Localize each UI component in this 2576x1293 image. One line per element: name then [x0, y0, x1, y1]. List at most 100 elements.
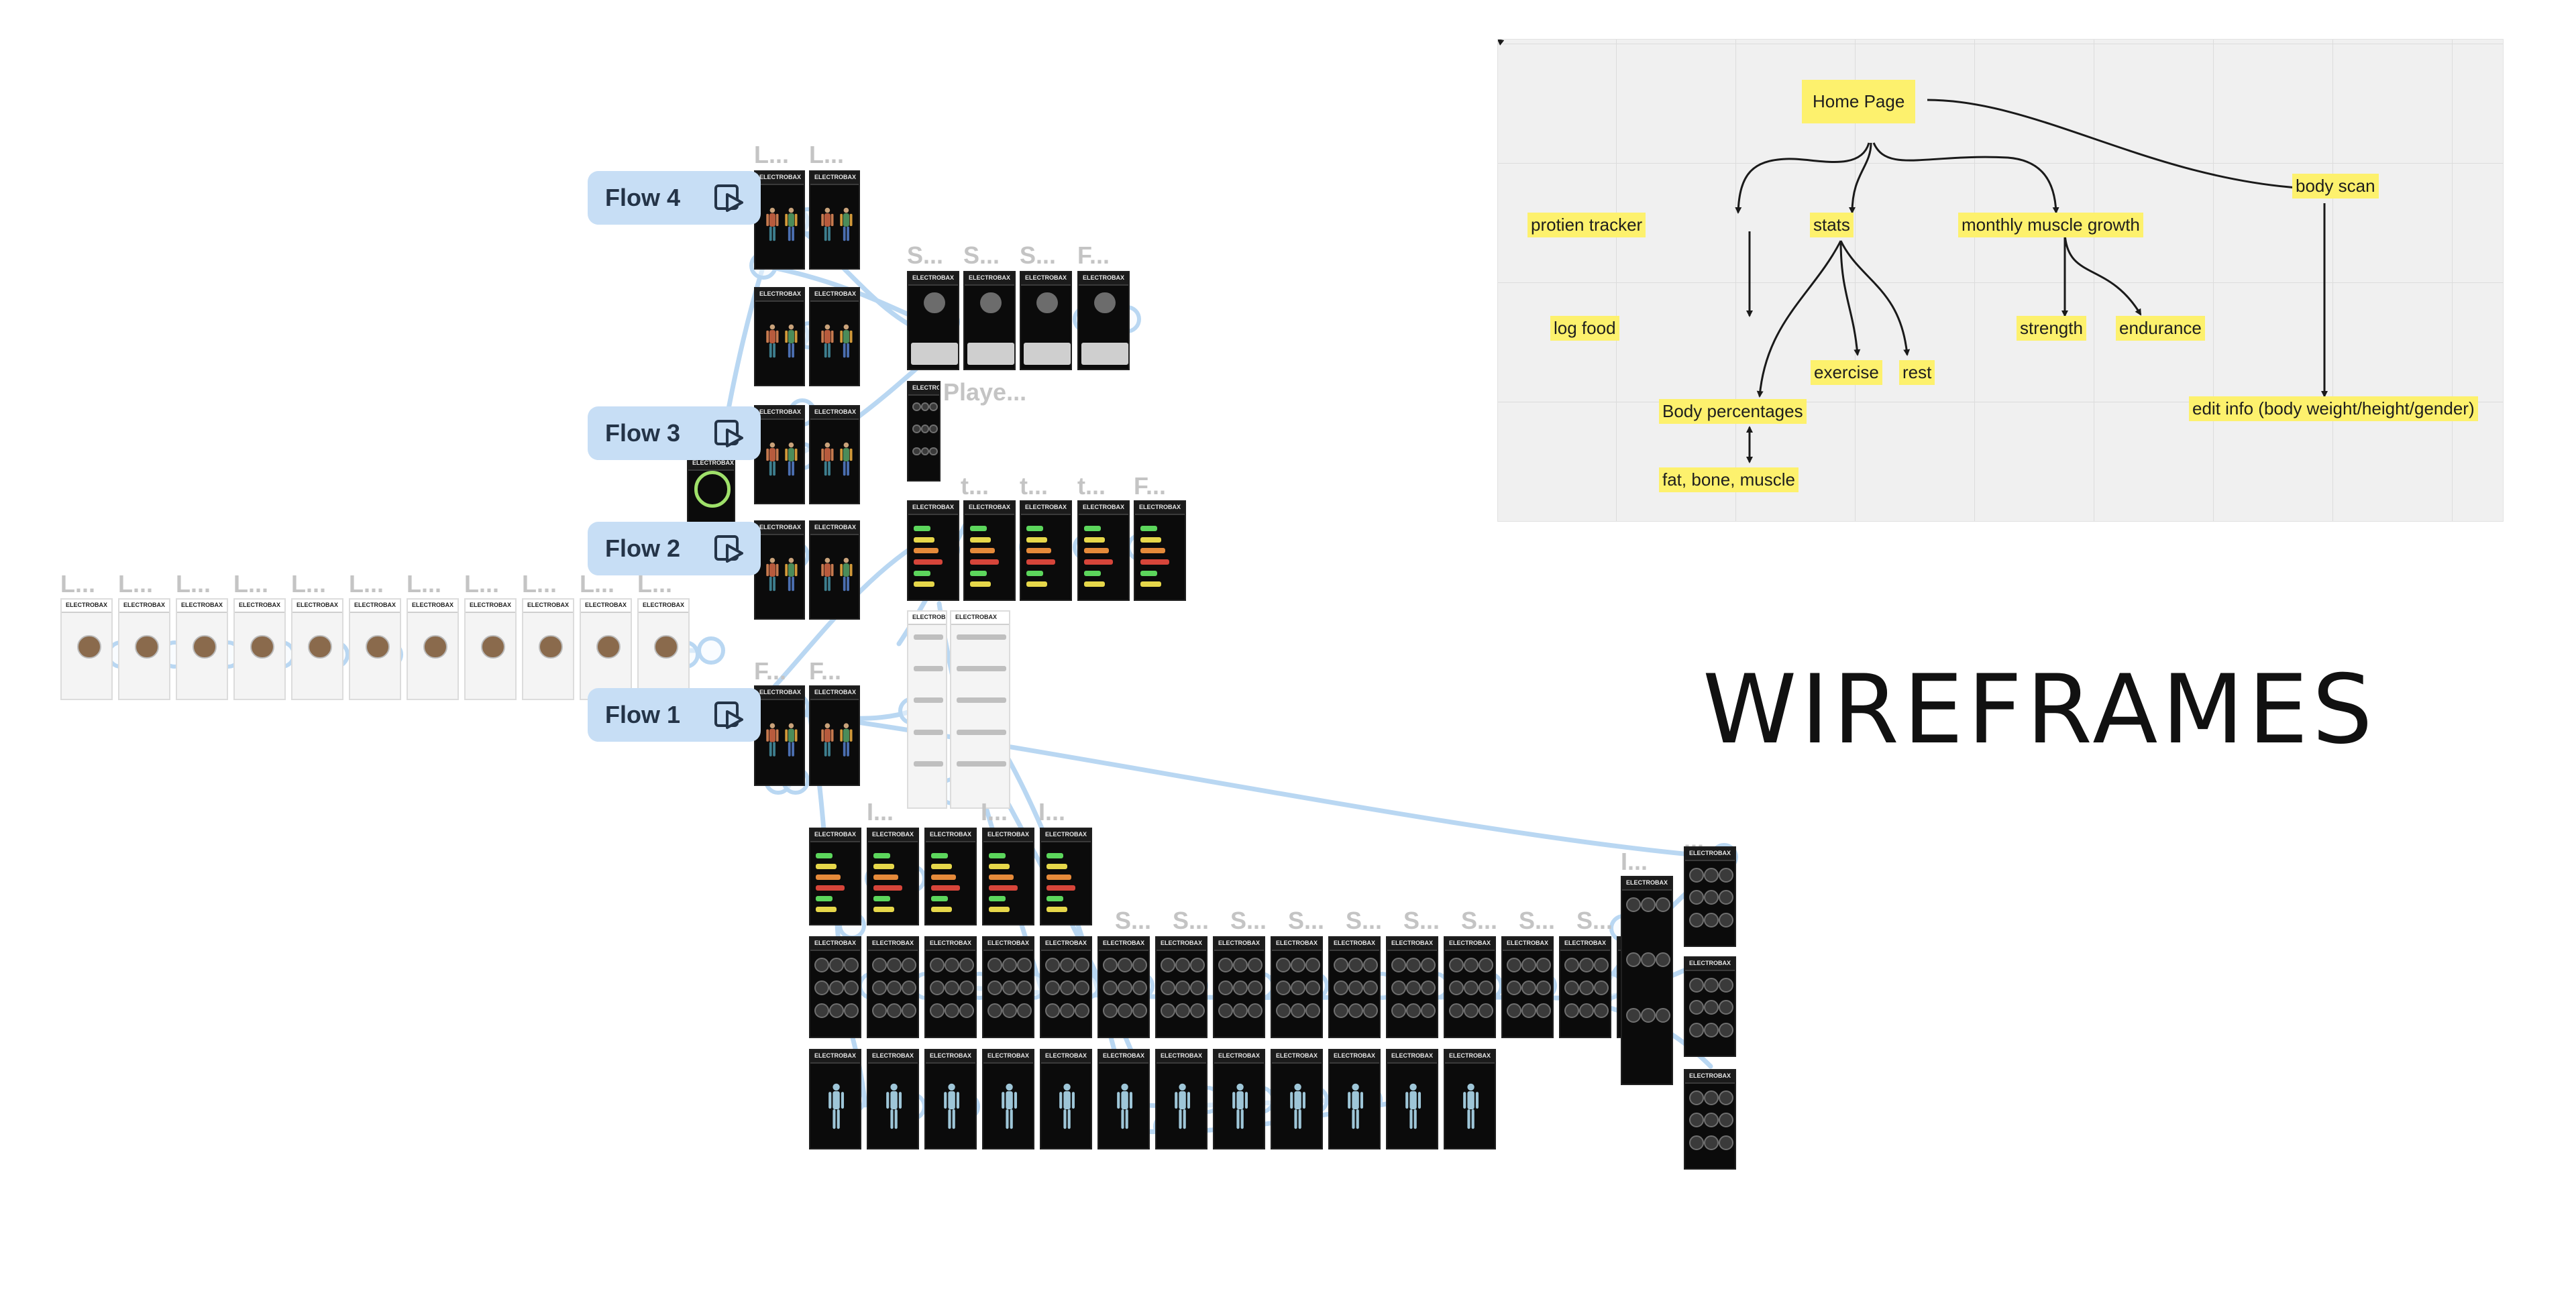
wireframe-screen[interactable]: ELECTROBAX [963, 500, 1016, 601]
grid-item-icon [1564, 1003, 1579, 1018]
app-brand-label: ELECTROBAX [643, 602, 685, 608]
wireframe-screen[interactable]: ELECTROBAX [809, 170, 860, 270]
wireframe-screen[interactable]: ELECTROBAX [1271, 936, 1323, 1038]
wireframe-screen[interactable]: ELECTROBAX [867, 1049, 919, 1149]
wireframe-screen[interactable]: ELECTROBAX [1328, 936, 1381, 1038]
wireframe-screen[interactable]: ELECTROBAX [754, 170, 805, 270]
wireframe-screen[interactable]: ELECTROBAX [924, 828, 977, 925]
wireframe-screen[interactable]: ELECTROBAX [1386, 936, 1438, 1038]
wireframe-screen[interactable]: ELECTROBAX [1020, 271, 1072, 370]
flow-4-button[interactable]: Flow 4 [588, 171, 761, 225]
wireframe-screen[interactable]: ELECTROBAX [176, 598, 228, 700]
wireframe-screen[interactable]: ELECTROBAX [754, 685, 805, 786]
flow-2-button[interactable]: Flow 2 [588, 522, 761, 575]
wireframe-screen[interactable]: ELECTROBAX [867, 936, 919, 1038]
sitemap-board[interactable]: Home Page protien tracker stats monthly … [1497, 39, 2504, 522]
wireframe-screen[interactable]: ELECTROBAX [809, 520, 860, 620]
sticky-fat-bone-muscle[interactable]: fat, bone, muscle [1659, 467, 1799, 492]
wireframe-screen[interactable]: ELECTROBAX [687, 456, 735, 524]
wireframe-screen[interactable]: ELECTROBAX [1097, 1049, 1150, 1149]
flow-3-button[interactable]: Flow 3 [588, 406, 761, 460]
wireframe-screen[interactable]: ELECTROBAX [1077, 500, 1130, 601]
wireframe-screen[interactable]: ELECTROBAX [637, 598, 690, 700]
sticky-endurance[interactable]: endurance [2116, 316, 2205, 341]
wireframe-screen[interactable]: ELECTROBAX [950, 610, 1010, 809]
wireframe-screen[interactable]: ELECTROBAX [907, 271, 959, 370]
wireframe-screen[interactable]: ELECTROBAX [982, 828, 1034, 925]
wireframe-screen[interactable]: ELECTROBAX [1040, 828, 1092, 925]
wireframe-screen[interactable]: ELECTROBAX [924, 936, 977, 1038]
sticky-log-food[interactable]: log food [1550, 316, 1619, 341]
wireframe-screen[interactable]: ELECTROBAX [1621, 876, 1673, 1085]
grid-item-icon [1656, 1007, 1670, 1023]
wireframe-screen[interactable]: ELECTROBAX [1684, 1069, 1736, 1170]
wireframe-screen[interactable]: ELECTROBAX [1444, 936, 1496, 1038]
sticky-rest[interactable]: rest [1899, 360, 1935, 385]
wireframe-screen[interactable]: ELECTROBAX [907, 500, 959, 601]
wireframe-screen[interactable]: ELECTROBAX [1155, 936, 1208, 1038]
flow-1-button[interactable]: Flow 1 [588, 688, 761, 742]
wireframe-screen[interactable]: ELECTROBAX [1444, 1049, 1496, 1149]
wireframe-screen[interactable]: ELECTROBAX [1040, 1049, 1092, 1149]
wireframe-screen[interactable]: ELECTROBAX [407, 598, 459, 700]
wireframe-screen[interactable]: ELECTROBAX [1328, 1049, 1381, 1149]
wireframe-screen[interactable]: ELECTROBAX [754, 520, 805, 620]
wireframe-screen[interactable]: ELECTROBAX [291, 598, 343, 700]
frame-label: F... [809, 657, 842, 685]
wireframe-screen[interactable]: ELECTROBAX [522, 598, 574, 700]
sticky-protein-tracker[interactable]: protien tracker [1527, 213, 1646, 237]
wireframe-screen[interactable]: ELECTROBAX [118, 598, 170, 700]
wireframe-screen[interactable]: ELECTROBAX [754, 405, 805, 504]
grid-item-icon [929, 447, 938, 456]
sticky-body-percentages[interactable]: Body percentages [1659, 399, 1807, 424]
sticky-monthly-muscle-growth[interactable]: monthly muscle growth [1958, 213, 2143, 237]
wireframe-screen[interactable]: ELECTROBAX [809, 1049, 861, 1149]
wireframe-screen[interactable]: ELECTROBAX [982, 1049, 1034, 1149]
wireframe-screen[interactable]: ELECTROBAX [1040, 936, 1092, 1038]
screen-header: ELECTROBAX [1685, 1070, 1735, 1084]
wireframe-screen[interactable]: ELECTROBAX [867, 828, 919, 925]
sticky-exercise[interactable]: exercise [1811, 360, 1882, 385]
wireframe-screen[interactable]: ELECTROBAX [349, 598, 401, 700]
wireframe-screen[interactable]: ELECTROBAX [233, 598, 286, 700]
wireframe-screen[interactable]: ELECTROBAX [1386, 1049, 1438, 1149]
wireframe-screen[interactable]: ELECTROBAX [809, 405, 860, 504]
wireframe-screen[interactable]: ELECTROBAX [1155, 1049, 1208, 1149]
wireframe-screen[interactable]: ELECTROBAX [60, 598, 113, 700]
sticky-body-scan[interactable]: body scan [2292, 174, 2379, 199]
wireframe-screen[interactable]: ELECTROBAX [1271, 1049, 1323, 1149]
wireframe-screen[interactable]: ELECTROBAX [907, 381, 941, 482]
wireframe-screen[interactable]: ELECTROBAX [580, 598, 632, 700]
screen-header: ELECTROBAX [1445, 1050, 1495, 1064]
wireframe-screen[interactable]: ELECTROBAX [1077, 271, 1130, 370]
grid-item-icon [1248, 980, 1263, 995]
wireframe-screen[interactable]: ELECTROBAX [1684, 956, 1736, 1057]
sticky-home-page[interactable]: Home Page [1802, 80, 1916, 123]
wireframe-screen[interactable]: ELECTROBAX [809, 828, 861, 925]
wireframe-screen[interactable]: ELECTROBAX [809, 287, 860, 386]
wireframe-screen[interactable]: ELECTROBAX [1501, 936, 1554, 1038]
wireframe-screen[interactable]: ELECTROBAX [1684, 846, 1736, 947]
wireframe-screen[interactable]: ELECTROBAX [464, 598, 517, 700]
screen-header: ELECTROBAX [908, 272, 958, 286]
wireframe-screen[interactable]: ELECTROBAX [1097, 936, 1150, 1038]
wireframe-screen[interactable]: ELECTROBAX [809, 685, 860, 786]
wireframe-screen[interactable]: ELECTROBAX [1020, 500, 1072, 601]
wireframe-screen[interactable]: ELECTROBAX [907, 610, 947, 809]
wireframe-screen[interactable]: ELECTROBAX [963, 271, 1016, 370]
wireframe-screen[interactable]: ELECTROBAX [924, 1049, 977, 1149]
wireframe-screen[interactable]: ELECTROBAX [1134, 500, 1186, 601]
wireframe-screen[interactable]: ELECTROBAX [809, 936, 861, 1038]
app-brand-label: ELECTROBAX [987, 1052, 1030, 1059]
wireframe-screen[interactable]: ELECTROBAX [1213, 1049, 1265, 1149]
sticky-stats[interactable]: stats [1810, 213, 1854, 237]
wireframe-screen[interactable]: ELECTROBAX [982, 936, 1034, 1038]
sticky-strength[interactable]: strength [2017, 316, 2086, 341]
wireframe-screen[interactable]: ELECTROBAX [1213, 936, 1265, 1038]
skeleton-figure-icon [1002, 1083, 1018, 1129]
sticky-edit-info[interactable]: edit info (body weight/height/gender) [2189, 396, 2478, 421]
wireframe-screen[interactable]: ELECTROBAX [754, 287, 805, 386]
frame-label: S... [1519, 907, 1556, 934]
wireframe-screen[interactable]: ELECTROBAX [1559, 936, 1611, 1038]
